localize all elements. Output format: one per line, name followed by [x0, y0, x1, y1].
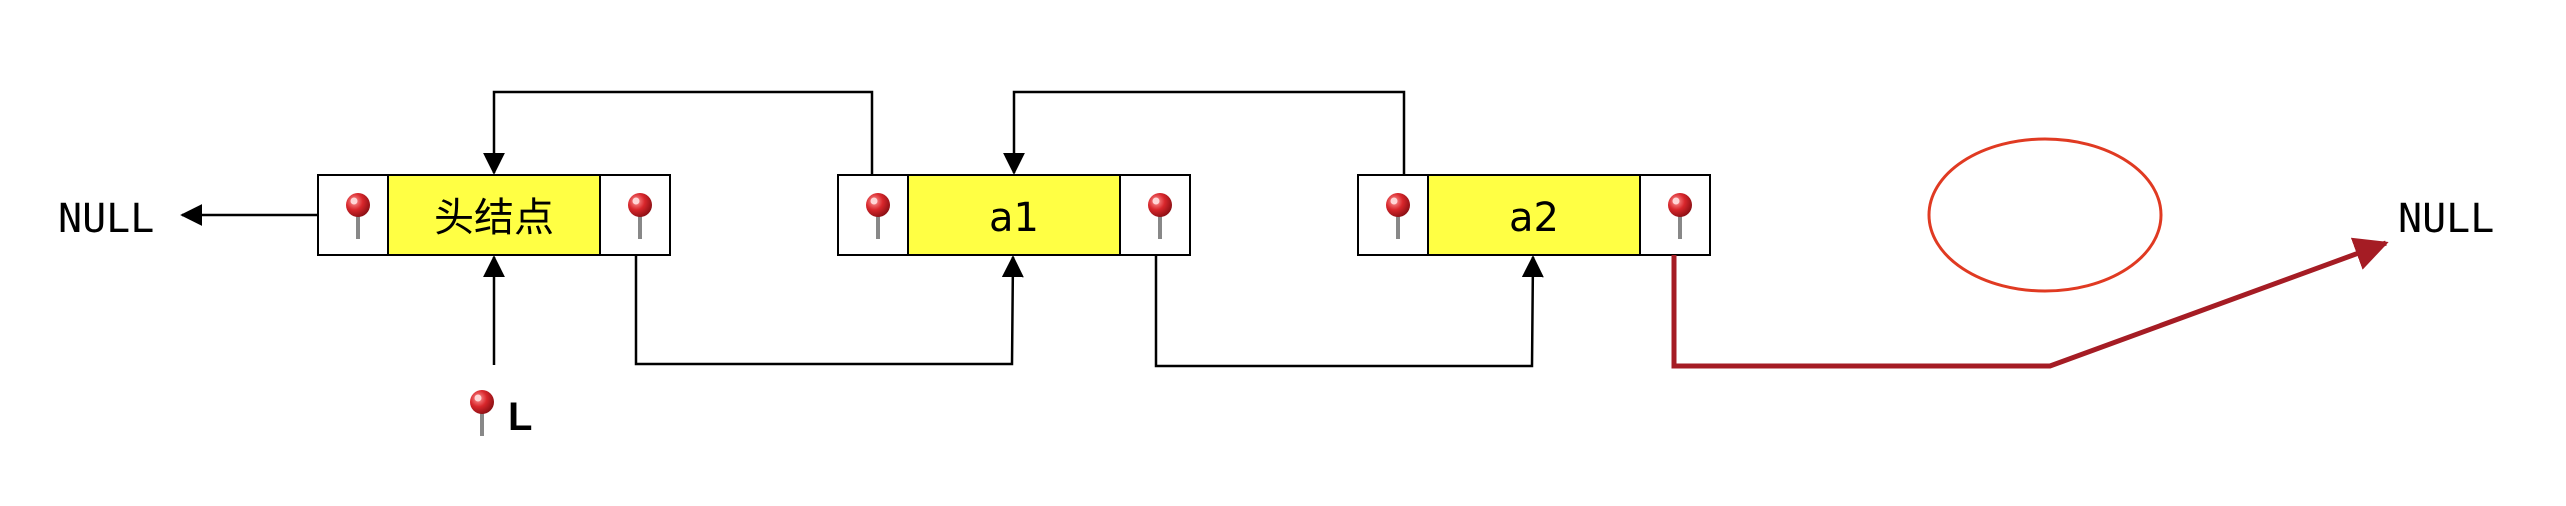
a1-next-to-a2-arrow: [1154, 255, 1544, 368]
node-head: 头结点: [317, 174, 671, 256]
node-a2: a2: [1357, 174, 1711, 256]
empty-ellipse: [1927, 137, 2163, 293]
pointer-l-label: L: [508, 395, 532, 439]
pushpin-icon: [468, 388, 496, 438]
left-null-label: NULL: [58, 196, 154, 242]
a2-next-to-null-arrow: [1671, 237, 2389, 369]
right-null-label: NULL: [2398, 196, 2494, 242]
node-a1-label: a1: [989, 195, 1039, 241]
node-head-data-cell: [387, 174, 601, 256]
head-next-to-a1-arrow: [634, 255, 1024, 366]
node-a2-label: a2: [1509, 195, 1559, 241]
a2-prev-to-a1-arrow: [1003, 90, 1406, 175]
node-head-label: 头结点: [434, 195, 554, 241]
a1-prev-to-head-arrow: [483, 90, 874, 175]
node-a1: a1: [837, 174, 1191, 256]
